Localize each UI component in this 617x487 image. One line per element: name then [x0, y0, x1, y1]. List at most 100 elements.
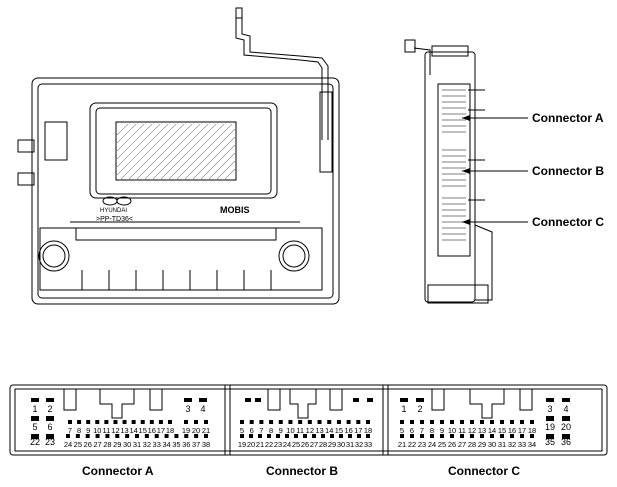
pin-cavity — [278, 420, 283, 424]
pin-cavity — [530, 434, 534, 438]
pin-label: 4 — [200, 404, 206, 414]
pin-cavity — [125, 434, 130, 438]
pin-cavity — [546, 434, 554, 439]
pin-cavity — [269, 420, 274, 424]
pin-cavity — [562, 398, 570, 402]
pin-cavity — [460, 434, 464, 438]
pin-label: 31 — [497, 440, 507, 449]
pin-label: 34 — [527, 440, 537, 449]
callout-connector-a: Connector A — [532, 111, 604, 125]
pin-cavity — [500, 434, 504, 438]
pin-cavity — [346, 420, 351, 424]
pin-cavity — [348, 434, 352, 438]
pin-label: 33 — [363, 440, 373, 449]
pin-cavity — [470, 434, 474, 438]
pin-cavity — [85, 434, 90, 438]
pin-cavity — [500, 420, 504, 424]
pin-label: 7 — [259, 426, 264, 435]
ecu-front-view — [17, 7, 340, 305]
pin-cavity — [312, 434, 316, 438]
pin-cavity — [31, 416, 39, 421]
pin-cavity — [258, 434, 262, 438]
pin-label: 9 — [278, 426, 283, 435]
badge-text: HYUNDAI — [100, 208, 128, 214]
pin-label: 24 — [63, 440, 73, 449]
pin-cavity — [410, 434, 414, 438]
connector-face-outline — [9, 384, 608, 456]
side-view-pins — [442, 89, 466, 241]
pin-cavity — [31, 398, 39, 402]
pin-label: 13 — [120, 426, 129, 435]
pin-cavity — [288, 420, 293, 424]
pin-label: 7 — [67, 426, 73, 435]
pin-label: 32 — [142, 440, 152, 449]
pin-cavity — [164, 434, 169, 438]
pin-cavity — [440, 420, 444, 424]
pin-cavity — [204, 434, 208, 438]
pin-cavity — [510, 434, 514, 438]
pin-cavity — [450, 434, 454, 438]
pin-label: 10 — [286, 426, 295, 435]
pin-cavity — [366, 434, 370, 438]
pin-cavity — [294, 434, 298, 438]
pin-cavity — [400, 434, 404, 438]
pin-label: 1 — [401, 404, 407, 414]
pin-cavity — [240, 420, 244, 424]
pin-label: 17 — [354, 426, 363, 435]
pin-cavity — [194, 420, 198, 424]
pin-cavity — [122, 420, 127, 424]
pin-cavity — [131, 420, 136, 424]
pin-cavity — [430, 434, 434, 438]
pin-cavity — [158, 420, 163, 424]
pin-cavity — [46, 398, 54, 402]
pin-cavity — [259, 420, 264, 424]
pin-label: 17 — [517, 426, 527, 435]
pin-cavity — [367, 398, 373, 402]
pin-label: 34 — [162, 440, 171, 449]
pin-cavity — [194, 434, 199, 438]
pin-label: 6 — [249, 426, 254, 435]
pin-label: 24 — [282, 440, 292, 449]
pin-cavity — [546, 398, 554, 402]
pin-label: 14 — [325, 426, 334, 435]
pin-cavity — [400, 398, 408, 402]
pin-label: 27 — [457, 440, 467, 449]
pin-label: 31 — [345, 440, 355, 449]
pin-label: 16 — [507, 426, 517, 435]
pin-label: 29 — [113, 440, 122, 449]
callout-arrows — [462, 115, 470, 225]
pin-cavity — [115, 434, 120, 438]
pin-label: 22 — [264, 440, 274, 449]
pin-label: 37 — [191, 440, 201, 449]
pin-label: 36 — [560, 437, 571, 447]
pin-cavity — [184, 420, 188, 424]
pin-label: 11 — [296, 426, 305, 435]
pin-label: 26 — [83, 440, 92, 449]
hatch-area — [115, 123, 237, 181]
pin-cavity — [285, 434, 289, 438]
pin-cavity — [400, 420, 404, 424]
pin-cavity — [546, 416, 554, 421]
pin-label: 36 — [182, 440, 191, 449]
pin-label: 11 — [102, 426, 111, 435]
pin-cavity — [353, 398, 359, 402]
pin-cavity — [31, 434, 39, 439]
pin-label: 19 — [181, 426, 191, 435]
pin-label: 5 — [239, 426, 245, 435]
pin-cavity — [356, 420, 361, 424]
pin-label: 5 — [399, 426, 405, 435]
connector-c-name: Connector C — [448, 464, 520, 478]
pin-label: 28 — [467, 440, 477, 449]
pin-cavity — [416, 398, 424, 402]
pin-label: 18 — [363, 426, 373, 435]
pin-cavity — [410, 420, 414, 424]
pin-label: 22 — [29, 437, 40, 447]
pin-label: 2 — [417, 404, 423, 414]
pin-label: 23 — [417, 440, 427, 449]
pin-label: 20 — [246, 440, 256, 449]
pin-cavity — [46, 434, 54, 439]
pin-label: 13 — [477, 426, 487, 435]
pin-cavity — [140, 420, 145, 424]
pin-label: 15 — [138, 426, 147, 435]
pin-cavity — [520, 420, 524, 424]
